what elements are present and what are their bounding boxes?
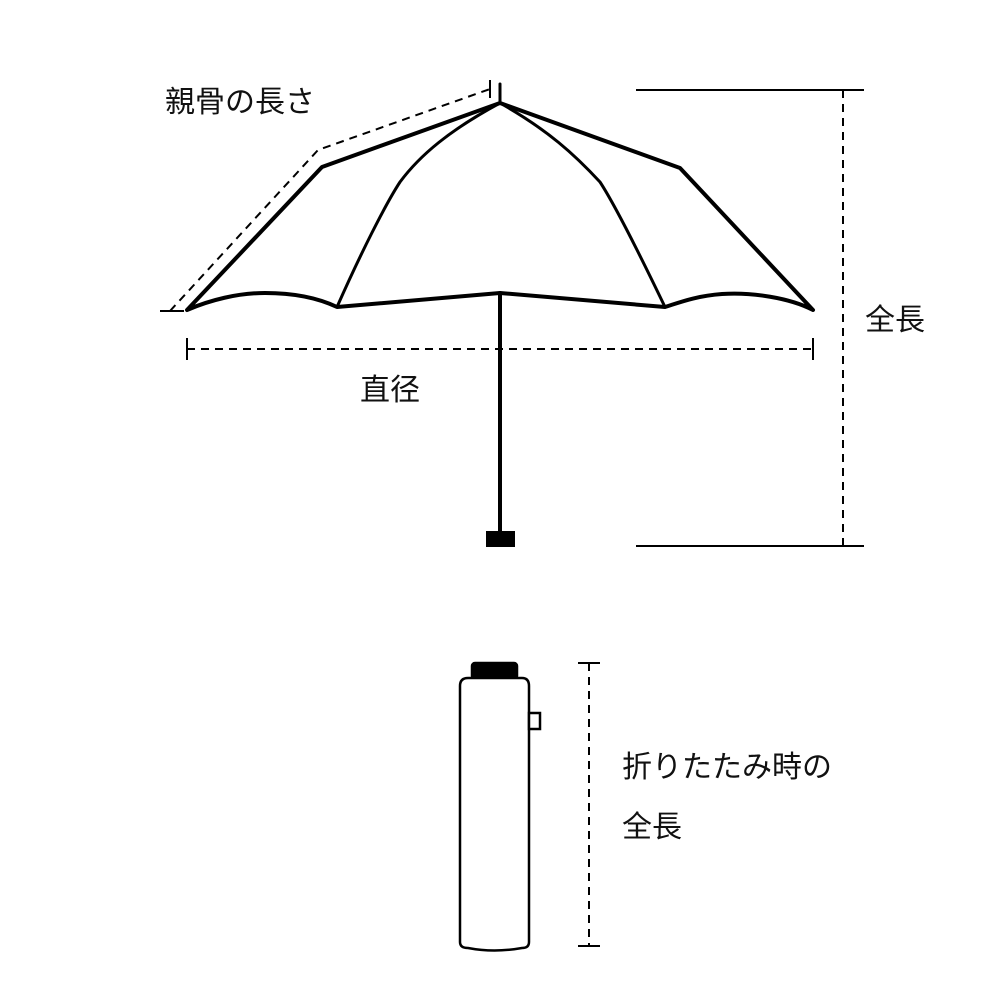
- folded-umbrella: [458, 661, 542, 952]
- rib-length-label: 親骨の長さ: [165, 85, 315, 120]
- total-length-dimension: [636, 89, 864, 547]
- folded-body: [458, 676, 531, 952]
- folded-button: [527, 711, 542, 731]
- folded-length-label-line2: 全長: [622, 810, 682, 845]
- umbrella-inner-rib-left: [335, 101, 502, 309]
- folded-cap: [470, 661, 519, 681]
- diameter-label: 直径: [360, 373, 420, 408]
- rib-length-dimension: [160, 80, 491, 312]
- umbrella-canopy-outline: [185, 101, 815, 312]
- folded-length-dimension: [578, 662, 600, 947]
- open-umbrella: [185, 82, 815, 535]
- umbrella-inner-rib-right: [498, 101, 667, 309]
- diameter-dimension: [186, 338, 814, 360]
- umbrella-handle: [486, 531, 515, 547]
- total-length-label: 全長: [865, 303, 925, 338]
- rib-length-dashed-line: [169, 88, 491, 312]
- folded-length-label-line1: 折りたたみ時の: [622, 750, 832, 785]
